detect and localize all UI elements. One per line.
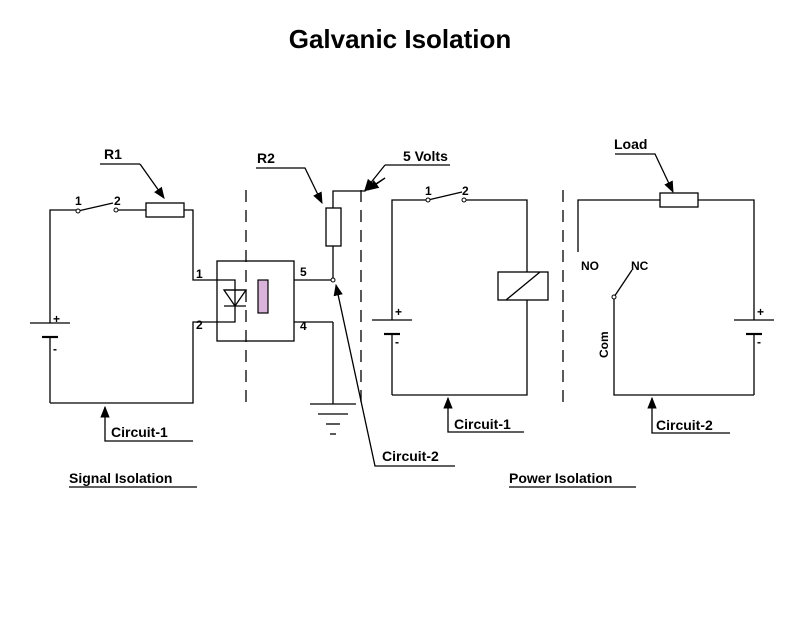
label-circuit-1-signal: Circuit-1 bbox=[111, 424, 168, 440]
diagram-title: Galvanic Isolation bbox=[289, 24, 512, 54]
power-switch-contact-2 bbox=[461, 197, 467, 203]
resistor-r1 bbox=[145, 202, 185, 218]
caption-signal-isolation: Signal Isolation bbox=[69, 470, 172, 486]
label-circuit-2-power: Circuit-2 bbox=[656, 417, 713, 433]
relay-coil bbox=[497, 271, 549, 301]
label-r2: R2 bbox=[257, 150, 275, 166]
label-power-battery1-minus: - bbox=[395, 335, 399, 349]
caption-power-isolation: Power Isolation bbox=[509, 470, 612, 486]
resistor-r2 bbox=[325, 207, 342, 247]
load-resistor bbox=[659, 192, 699, 208]
label-circuit-2-signal: Circuit-2 bbox=[382, 448, 439, 464]
switch-contact-1 bbox=[75, 208, 81, 214]
phototransistor-element bbox=[257, 279, 269, 314]
label-opto-pin-5: 5 bbox=[300, 265, 307, 279]
label-circuit-1-power: Circuit-1 bbox=[454, 416, 511, 432]
label-battery-minus: - bbox=[53, 342, 57, 356]
optocoupler bbox=[216, 260, 333, 342]
optocoupler-box bbox=[216, 260, 295, 342]
label-5-volts: 5 Volts bbox=[403, 148, 448, 164]
label-switch-pin-2: 2 bbox=[114, 194, 121, 208]
label-opto-pin-1: 1 bbox=[196, 267, 203, 281]
label-r1: R1 bbox=[104, 146, 122, 162]
label-power-switch-pin-2: 2 bbox=[462, 184, 469, 198]
label-power-battery1-plus: + bbox=[395, 305, 402, 319]
power-circuit-1 bbox=[372, 191, 549, 433]
label-opto-pin-2: 2 bbox=[196, 318, 203, 332]
label-com: Com bbox=[597, 331, 611, 358]
relay-com-contact bbox=[611, 294, 617, 300]
label-no: NO bbox=[581, 259, 599, 273]
signal-circuit-1 bbox=[30, 163, 236, 442]
power-circuit-2 bbox=[577, 153, 774, 434]
power-switch-contact-1 bbox=[425, 197, 431, 203]
label-power-battery2-minus: - bbox=[757, 335, 761, 349]
label-load: Load bbox=[614, 136, 647, 152]
label-power-battery2-plus: + bbox=[757, 305, 764, 319]
label-switch-pin-1: 1 bbox=[75, 194, 82, 208]
signal-circuit-2 bbox=[256, 164, 455, 467]
label-opto-pin-4: 4 bbox=[300, 319, 307, 333]
label-power-switch-pin-1: 1 bbox=[425, 184, 432, 198]
switch-contact-2 bbox=[113, 207, 119, 213]
label-nc: NC bbox=[631, 259, 649, 273]
label-battery-plus: + bbox=[53, 312, 60, 326]
